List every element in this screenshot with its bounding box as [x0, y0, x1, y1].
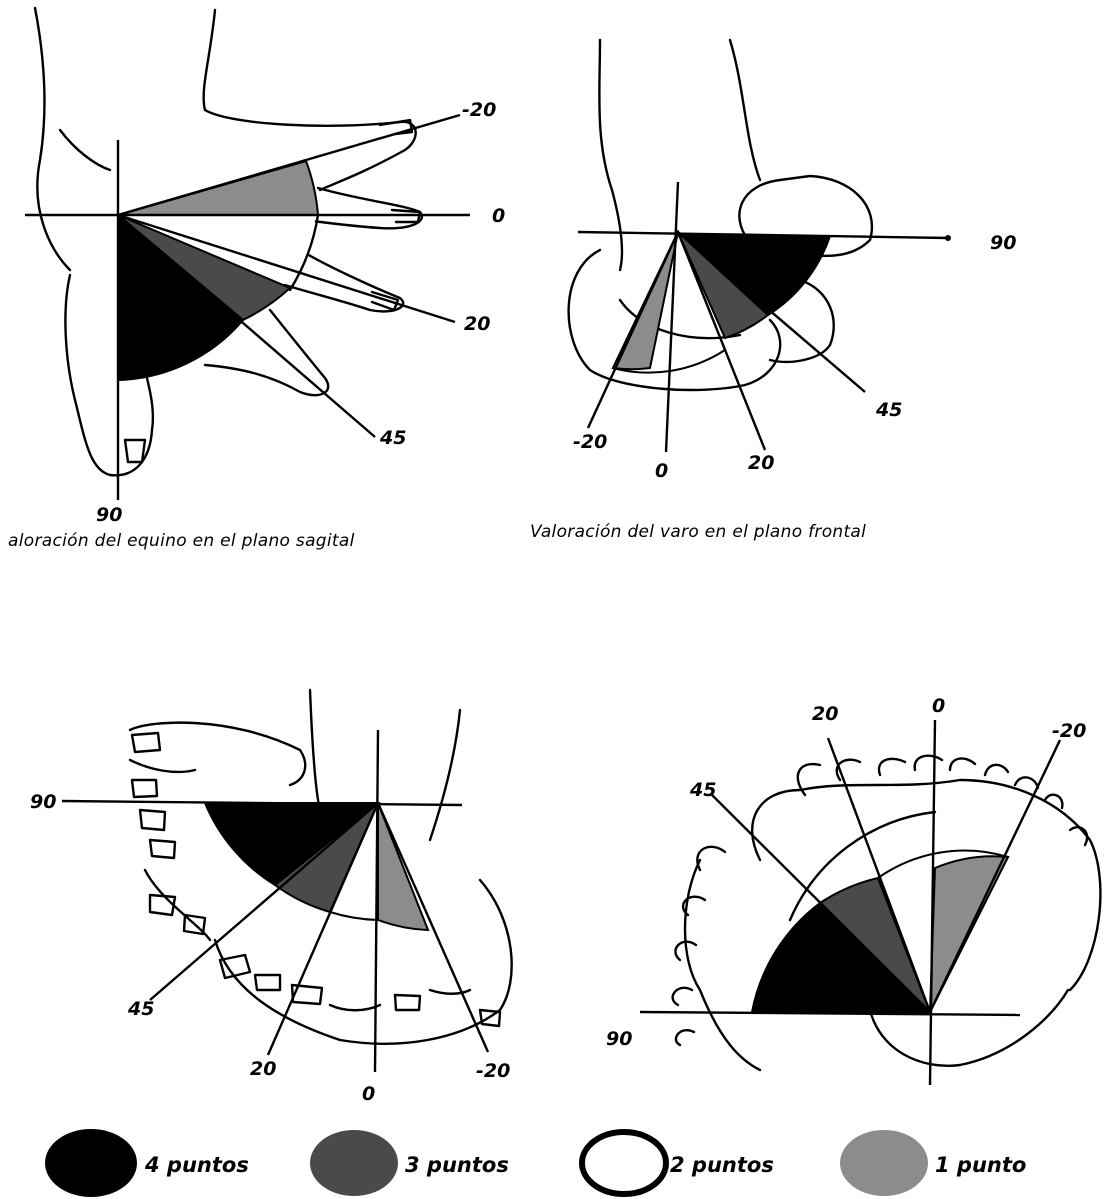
frontal-axis-0 — [666, 182, 678, 452]
top-left-label-45: 45 — [127, 998, 154, 1020]
top-left-axis-minus20 — [378, 803, 488, 1052]
top-right-panel: 20 0 -20 45 90 — [606, 695, 1100, 1085]
top-left-label-0: 0 — [362, 1083, 375, 1105]
sagittal-label-45: 45 — [379, 427, 406, 449]
top-right-label-0: 0 — [932, 695, 945, 717]
top-left-axis-0 — [375, 730, 378, 1072]
top-right-label-20: 20 — [812, 703, 838, 725]
sagittal-label-20: 20 — [464, 313, 490, 335]
legend-item-3-puntos: 3 puntos — [310, 1130, 509, 1196]
legend-label-4-puntos: 4 puntos — [144, 1153, 249, 1177]
frontal-label-minus20: -20 — [573, 431, 607, 453]
top-left-label-20: 20 — [250, 1058, 276, 1080]
legend: 4 puntos 3 puntos 2 puntos 1 punto — [45, 1129, 1026, 1197]
frontal-caption: Valoración del varo en el plano frontal — [530, 522, 866, 542]
top-right-label-minus20: -20 — [1052, 720, 1086, 742]
frontal-label-45: 45 — [875, 399, 902, 421]
frontal-panel: 90 45 -20 0 20 Valoración del varo en el… — [530, 40, 1016, 542]
top-right-label-90: 90 — [606, 1028, 632, 1050]
legend-swatch-1-punto — [840, 1130, 928, 1196]
top-left-panel: 90 45 20 0 -20 — [30, 690, 512, 1105]
frontal-label-0: 0 — [655, 460, 668, 482]
legend-label-1-punto: 1 punto — [935, 1153, 1026, 1177]
legend-swatch-2-puntos — [582, 1132, 666, 1194]
legend-item-2-puntos: 2 puntos — [582, 1132, 774, 1194]
sagittal-label-90: 90 — [96, 504, 122, 526]
sagittal-panel: -20 0 20 45 90 aloración del equino en e… — [8, 8, 505, 551]
legend-item-1-punto: 1 punto — [840, 1130, 1026, 1196]
legend-swatch-4-puntos — [45, 1129, 137, 1197]
top-left-label-90: 90 — [30, 791, 56, 813]
sagittal-label-minus20: -20 — [462, 99, 496, 121]
top-right-axis-90 — [640, 1012, 1020, 1015]
top-left-label-minus20: -20 — [476, 1060, 510, 1082]
legend-item-4-puntos: 4 puntos — [45, 1129, 249, 1197]
legend-label-3-puntos: 3 puntos — [405, 1153, 509, 1177]
sagittal-caption: aloración del equino en el plano sagital — [8, 531, 355, 551]
legend-swatch-3-puntos — [310, 1130, 398, 1196]
frontal-label-20: 20 — [748, 452, 774, 474]
frontal-label-90: 90 — [990, 232, 1016, 254]
top-right-label-45: 45 — [689, 779, 716, 801]
sagittal-label-0: 0 — [492, 205, 505, 227]
legend-label-2-puntos: 2 puntos — [670, 1153, 774, 1177]
